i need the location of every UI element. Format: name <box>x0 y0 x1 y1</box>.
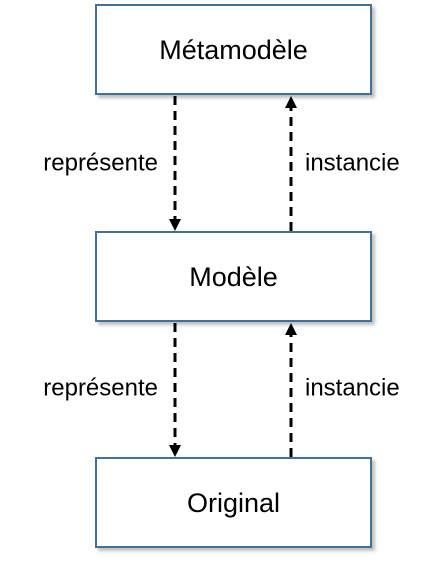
edge-represente-upper: représente <box>43 96 181 231</box>
edge-instancie-lower: instancie <box>285 323 400 457</box>
edge-instancie-lower-label: instancie <box>305 375 400 402</box>
node-modele: Modèle <box>95 231 372 322</box>
node-original: Original <box>95 457 372 548</box>
node-original-box <box>95 457 372 548</box>
edge-represente-lower: représente <box>43 323 181 457</box>
node-metamodele-label: Métamodèle <box>159 35 308 65</box>
edge-instancie-upper-label: instancie <box>305 150 400 177</box>
edge-instancie-upper: instancie <box>285 96 400 231</box>
edge-represente-upper-arrowhead <box>169 219 181 231</box>
node-metamodele: Métamodèle <box>95 4 372 95</box>
edge-represente-upper-label: représente <box>43 150 158 177</box>
node-modele-box <box>95 231 372 322</box>
edge-represente-lower-label: représente <box>43 375 158 402</box>
node-original-label: Original <box>187 488 280 518</box>
edge-represente-lower-arrowhead <box>169 445 181 457</box>
edge-instancie-lower-arrowhead <box>285 323 297 335</box>
node-modele-label: Modèle <box>189 262 278 292</box>
node-metamodele-box <box>95 4 372 95</box>
edge-instancie-upper-arrowhead <box>285 96 297 108</box>
